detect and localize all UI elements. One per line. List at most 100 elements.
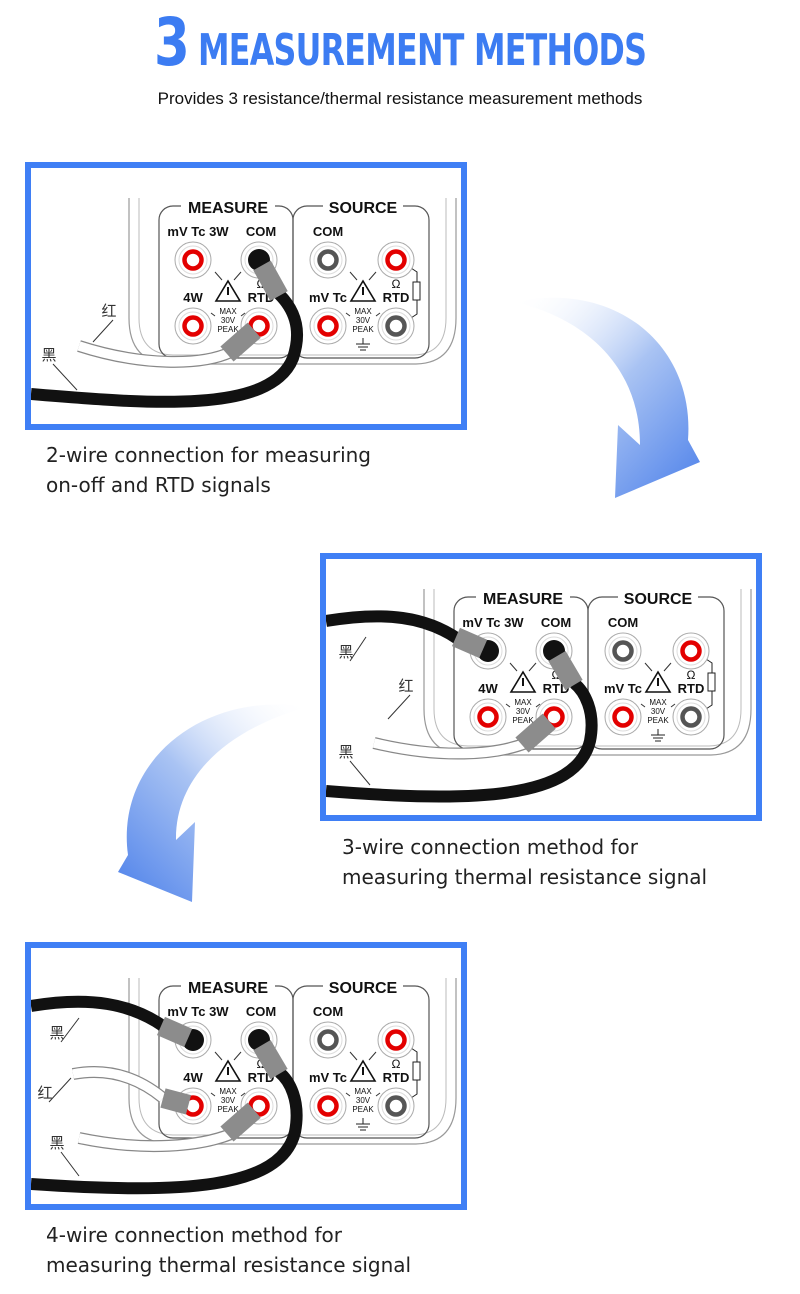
caption-line: 2-wire connection for measuring [46,443,371,467]
label-bg [181,198,275,216]
jack-socket [612,706,634,728]
jack-socket [317,1095,339,1117]
connector-lines [640,662,676,708]
label-source-com: COM [608,615,638,630]
caption-line: on-off and RTD signals [46,473,271,497]
wire-label-pointer [387,694,411,720]
black-test-lead [31,1067,303,1195]
resistor-icon [412,1061,421,1081]
label-ohm: Ω [552,668,561,682]
label-max: MAX [649,698,667,707]
test-lead-plug [451,627,488,659]
jack-socket [385,1029,407,1051]
label-measure-com: COM [541,615,571,630]
black-test-lead [31,995,167,1031]
ground-icon [356,1118,370,1131]
wire-label-black: 黑 [49,1024,64,1042]
wire-label-pointer [349,636,367,662]
wire-label-black: 黑 [41,346,56,364]
subtitle: Provides 3 resistance/thermal resistance… [157,89,643,108]
label-source-com: COM [313,224,343,239]
label-bg [323,198,403,216]
label-ohm: Ω [687,668,696,682]
label-peak: PEAK [512,716,534,725]
test-lead-plug [220,1102,261,1142]
label-4w: 4W [183,1070,203,1085]
jack-socket [317,315,339,337]
label-source-rtd: RTD [678,681,705,696]
label-peak: PEAK [352,325,374,334]
label-source-rtd: RTD [383,290,410,305]
jack-socket [182,315,204,337]
test-lead-plug [156,1016,193,1048]
source-label: SOURCE [329,980,398,997]
red-test-lead [77,341,234,367]
jack-socket [680,640,702,662]
wire-label-black: 黑 [49,1134,64,1152]
label-source-mv-tc: mV Tc [309,290,347,305]
label-30v: 30V [221,316,236,325]
jack-socket [317,1029,339,1051]
label-bg [476,589,570,607]
label-30v: 30V [651,707,666,716]
measure-label: MEASURE [188,980,268,997]
label-max: MAX [354,1087,372,1096]
resistor-icon [412,281,421,301]
measure-label: MEASURE [483,591,563,608]
test-lead-plug [515,713,556,753]
wire-label-black: 黑 [338,643,353,661]
caption-2wire: 2-wire connection for measuring on-off a… [46,440,371,500]
caption-3wire: 3-wire connection method for measuring t… [342,832,707,892]
wire-label-pointer [349,760,371,786]
label-mv-tc-3w: mV Tc 3W [167,224,229,239]
test-lead-plug [548,651,583,691]
jack-socket [612,640,634,662]
source-label: SOURCE [624,591,693,608]
black-test-lead [31,289,303,408]
caption-4wire: 4-wire connection method for measuring t… [46,1220,411,1280]
jack-socket [477,706,499,728]
label-measure-com: COM [246,224,276,239]
label-peak: PEAK [352,1105,374,1114]
curved-arrow-down-right-icon [515,297,700,498]
jack-socket [182,249,204,271]
connector-lines [345,1051,381,1097]
label-source-com: COM [313,1004,343,1019]
ground-icon [356,338,370,351]
label-ohm: Ω [257,1057,266,1071]
wire-label-pointer [60,1017,80,1043]
label-peak: PEAK [217,325,239,334]
source-label: SOURCE [329,200,398,217]
resistor-icon [707,672,716,692]
label-ohm: Ω [392,277,401,291]
black-test-lead [326,678,598,803]
title-text: MEASUREMENT METHODS [198,25,647,76]
jack-socket [317,249,339,271]
wire-label-pointer [52,363,78,391]
jack-socket [385,315,407,337]
caption-line: measuring thermal resistance signal [46,1253,412,1277]
page-title: 3 MEASUREMENT METHODS [0,4,800,81]
caption-line: measuring thermal resistance signal [342,865,708,889]
connector-lines [505,662,541,708]
label-source-mv-tc: mV Tc [309,1070,347,1085]
label-source-rtd: RTD [383,1070,410,1085]
ground-icon [651,729,665,742]
caption-line: 3-wire connection method for [342,835,638,859]
label-30v: 30V [516,707,531,716]
wire-label-black: 黑 [338,743,353,761]
caption-line: 4-wire connection method for [46,1223,342,1247]
wire-label-pointer [48,1077,72,1103]
label-max: MAX [514,698,532,707]
measure-label: MEASURE [188,200,268,217]
test-lead-plug [253,1040,288,1080]
jack-socket [680,706,702,728]
red-test-lead [78,1129,233,1151]
label-30v: 30V [221,1096,236,1105]
connector-lines [345,271,381,317]
connector-lines [210,271,246,317]
label-4w: 4W [183,290,203,305]
